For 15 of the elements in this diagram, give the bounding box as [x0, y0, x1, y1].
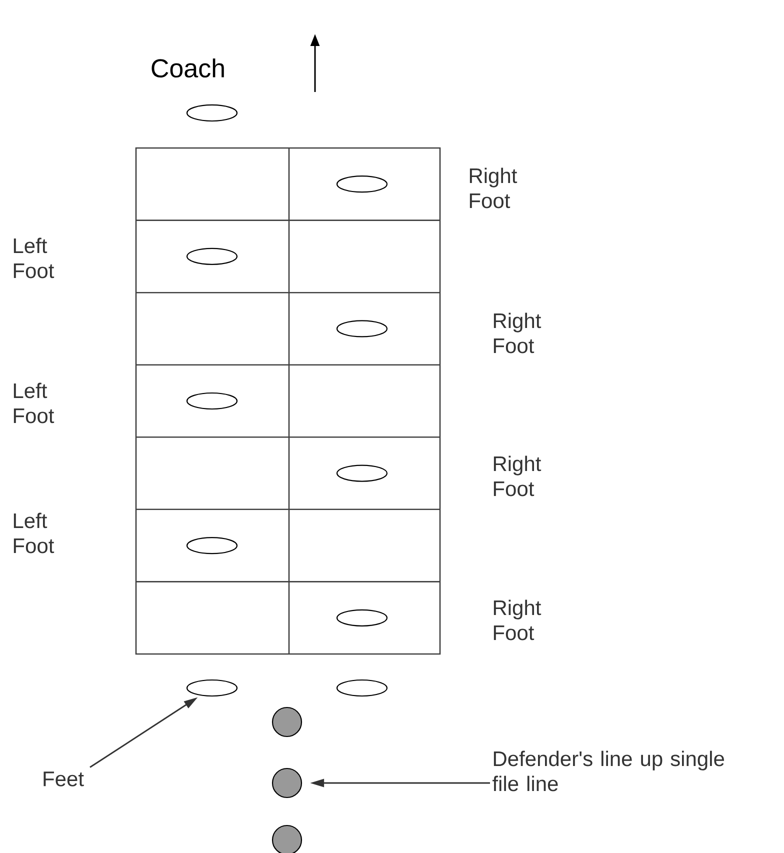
- side-label: Left Foot: [14, 512, 54, 554]
- footprint-oval: [186, 679, 238, 697]
- defender-circle: [272, 706, 302, 738]
- defender-circle: [272, 768, 302, 798]
- side-label: Right Foot: [494, 600, 542, 640]
- side-label: Right Foot: [494, 312, 542, 354]
- side-label: Right Foot: [494, 456, 542, 496]
- note-text: Feet: [44, 772, 84, 786]
- footprint-oval: [336, 679, 388, 697]
- coach-label: Coach: [152, 58, 224, 78]
- side-label: Left Foot: [14, 382, 54, 424]
- side-label: Left Foot: [14, 238, 54, 278]
- note-text: Defender's line up single file line: [492, 750, 724, 792]
- defender-circle: [272, 824, 302, 853]
- side-label: Right Foot: [470, 168, 518, 208]
